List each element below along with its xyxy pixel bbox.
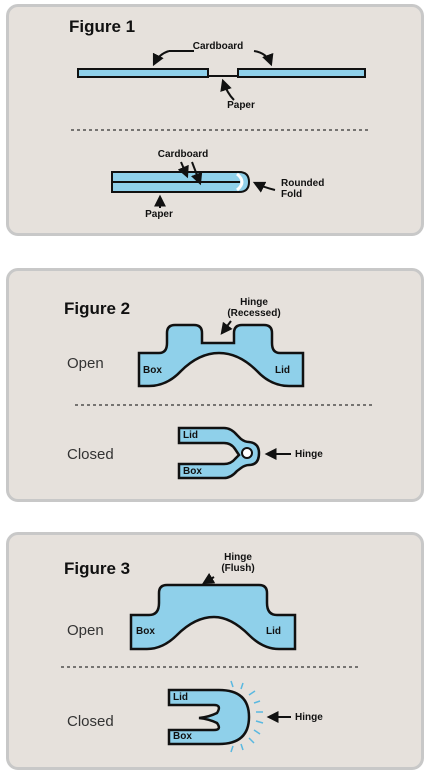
figure-2-panel: Figure 2 Hinge (Recessed) Open Box Lid C… xyxy=(6,268,424,502)
box-label-open: Box xyxy=(136,626,155,637)
closed-recessed-shape xyxy=(177,426,261,480)
lid-label-open: Lid xyxy=(275,365,290,376)
hinge-recessed-label: Hinge (Recessed) xyxy=(227,297,281,319)
cardboard-label-top: Cardboard xyxy=(192,41,244,52)
figure-1-diagram xyxy=(71,49,371,208)
box-label-closed: Box xyxy=(183,466,202,477)
figure-1-panel: Figure 1 Cardboard Paper Cardboard Round… xyxy=(6,4,424,236)
open-flush-shape xyxy=(129,583,297,651)
cardboard-label-bottom: Cardboard xyxy=(157,149,209,160)
hinge-flush-label: Hinge (Flush) xyxy=(221,552,255,574)
paper-label-top: Paper xyxy=(227,100,255,111)
figure-3-panel: Figure 3 Hinge (Flush) Open Box Lid Clos… xyxy=(6,532,424,770)
box-label-open: Box xyxy=(143,365,162,376)
closed-flush-shape xyxy=(167,688,251,746)
figure-3-diagram xyxy=(61,572,361,753)
hinge-glow-rays xyxy=(230,680,264,753)
lid-label-open: Lid xyxy=(266,626,281,637)
hinge-hole xyxy=(241,447,253,459)
closed-label: Closed xyxy=(67,713,114,730)
hinge-label-closed: Hinge xyxy=(295,712,323,723)
open-recessed-shape xyxy=(137,323,305,388)
lid-label-closed: Lid xyxy=(183,430,198,441)
figure-1-title: Figure 1 xyxy=(69,17,136,36)
open-label: Open xyxy=(67,622,104,639)
paper-label-bottom: Paper xyxy=(145,209,173,220)
box-label-closed: Box xyxy=(173,731,192,742)
rounded-fold-label: Rounded Fold xyxy=(281,178,325,200)
cardboard-right-piece xyxy=(237,68,366,78)
cardboard-left-piece xyxy=(77,68,209,78)
closed-label: Closed xyxy=(67,446,114,463)
figure-2-title: Figure 2 xyxy=(64,299,131,318)
lid-label-closed: Lid xyxy=(173,692,188,703)
figure-2-diagram xyxy=(75,320,375,480)
hinge-label-closed: Hinge xyxy=(295,449,323,460)
open-label: Open xyxy=(67,355,104,372)
figure-3-title: Figure 3 xyxy=(64,559,131,578)
